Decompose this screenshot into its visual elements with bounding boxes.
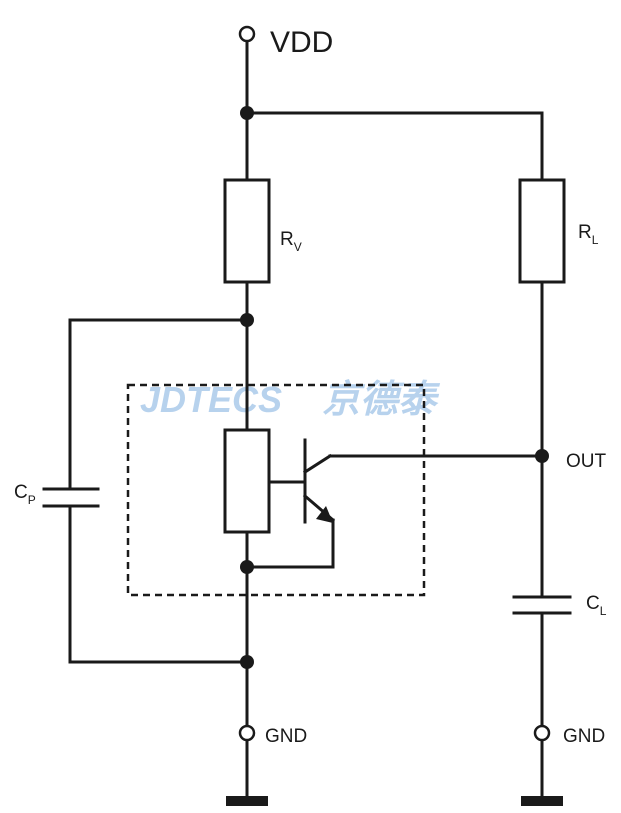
capacitor-cp	[42, 487, 100, 508]
ground-icon	[226, 796, 268, 806]
junction-dot	[240, 655, 254, 669]
terminal-vdd	[238, 25, 256, 43]
capacitor-cl	[512, 595, 572, 615]
resistor-rl	[518, 178, 566, 284]
transistor-collector	[302, 453, 333, 475]
sensor-enclosure	[126, 383, 426, 597]
label-rv: RV	[280, 229, 302, 254]
junction-dot	[240, 560, 254, 574]
resistor-rv	[223, 178, 271, 284]
junction-dot	[240, 313, 254, 327]
terminal-gnd-right	[533, 724, 551, 742]
label-vdd: VDD	[270, 26, 333, 59]
terminal-gnd-left	[238, 724, 256, 742]
junctions	[240, 106, 549, 669]
label-cp: CP	[14, 482, 36, 507]
label-cl: CL	[586, 593, 607, 618]
watermark-latin: JDTECS	[140, 379, 282, 420]
sensor-element	[223, 428, 271, 534]
label-gnd-left: GND	[265, 726, 307, 747]
wires	[68, 40, 544, 799]
junction-dot	[535, 449, 549, 463]
label-rl: RL	[578, 222, 599, 247]
junction-dot	[240, 106, 254, 120]
emitter-arrow-icon	[316, 506, 333, 523]
label-gnd-right: GND	[563, 726, 605, 747]
ground-icon	[521, 796, 563, 806]
label-out: OUT	[566, 451, 607, 472]
